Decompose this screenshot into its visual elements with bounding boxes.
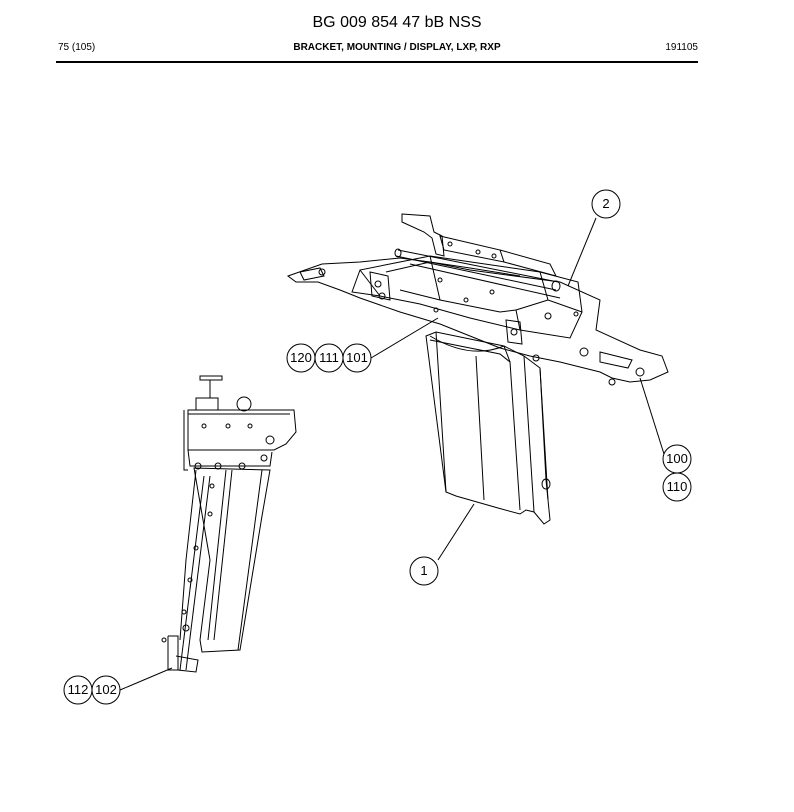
callout-102: 102 (95, 682, 117, 697)
callout-circles (63, 189, 692, 705)
drawing-subtitle: BRACKET, MOUNTING / DISPLAY, LXP, RXP (293, 42, 501, 53)
page-reference: 75 (105) (58, 42, 96, 53)
leader-lines (119, 217, 665, 691)
display-housing (425, 331, 551, 525)
callout-101: 101 (346, 350, 368, 365)
callout-110: 110 (666, 479, 688, 494)
date-code: 191105 (665, 42, 698, 53)
callout-112: 112 (67, 682, 89, 697)
callout-111: 111 (319, 350, 339, 365)
callout-2: 2 (602, 196, 610, 211)
callout-120: 120 (290, 350, 312, 365)
top-plate-assembly (286, 213, 669, 386)
header-rule (56, 61, 698, 63)
callout-1: 1 (420, 563, 428, 578)
callout-100: 100 (666, 451, 688, 466)
document-title: BG 009 854 47 bB NSS (312, 14, 482, 31)
side-view-assembly (161, 375, 297, 673)
